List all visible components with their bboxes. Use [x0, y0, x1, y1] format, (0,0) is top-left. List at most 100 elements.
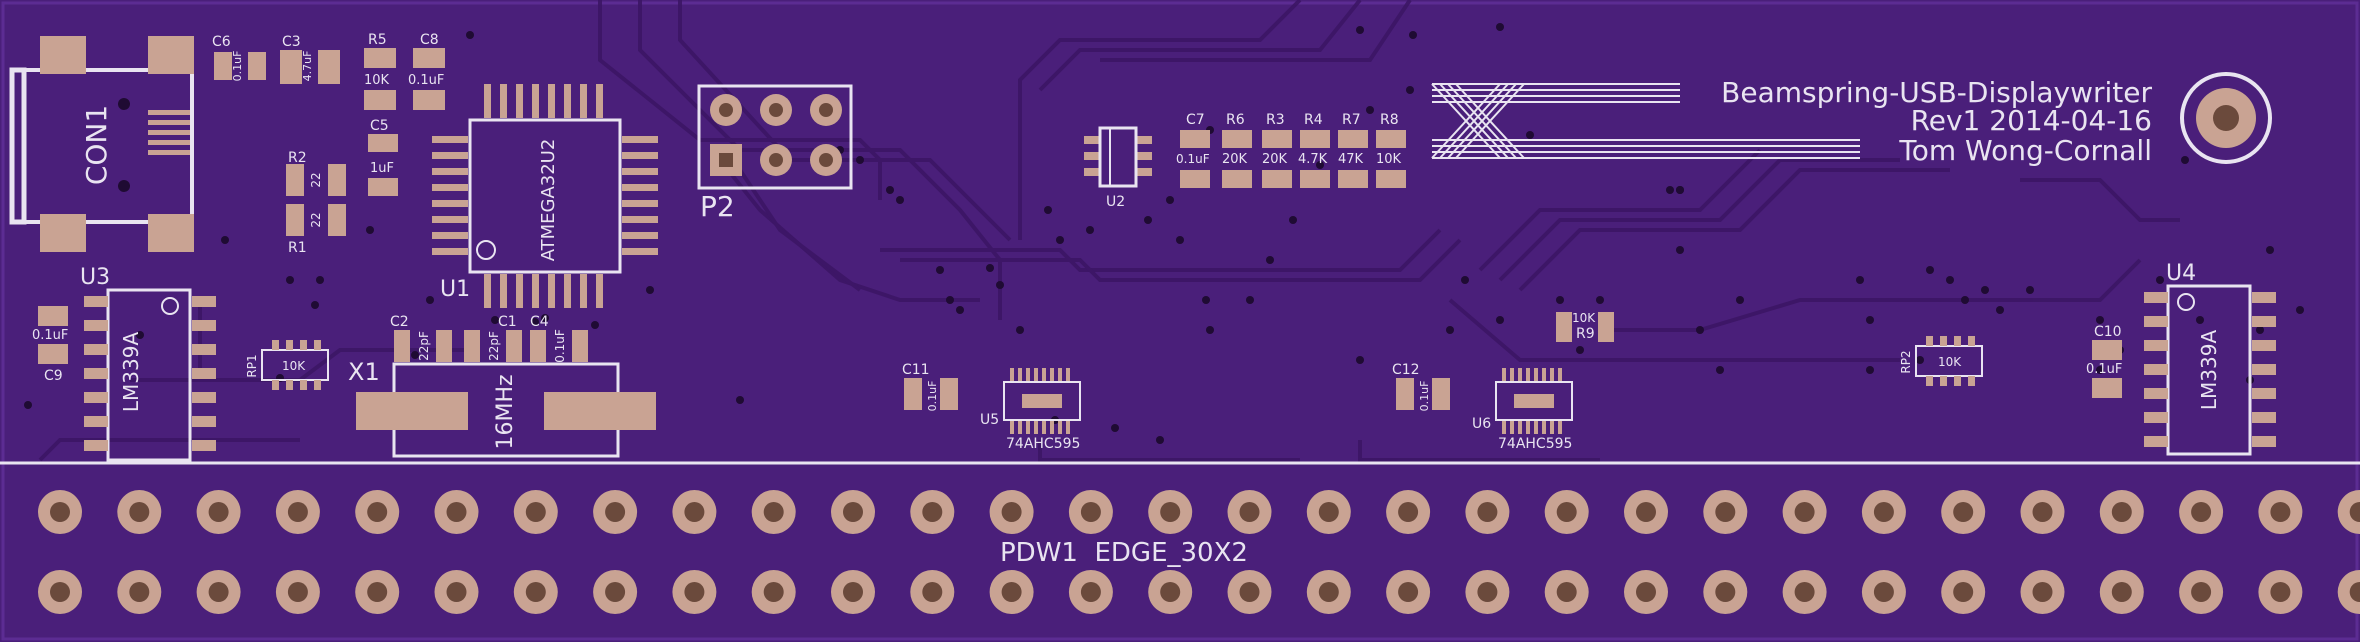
pad [1026, 420, 1030, 434]
label-c11-value: 0.1uF [926, 381, 939, 412]
pad [1514, 394, 1554, 408]
pad [2144, 340, 2168, 351]
pad [2337, 570, 2360, 614]
pad [500, 84, 507, 118]
label-c9-value: 0.1uF [32, 328, 68, 343]
label-r7-value: 47K [1338, 152, 1364, 167]
pad-hole [367, 502, 388, 522]
label-c1-ref: C1 [498, 314, 517, 330]
pad [596, 84, 603, 118]
pad [1518, 368, 1522, 382]
pad [1542, 368, 1546, 382]
pad-hole [1398, 582, 1419, 602]
label-r1-ref: R1 [288, 240, 307, 256]
pad [1502, 368, 1506, 382]
pad [1010, 368, 1014, 382]
pad [564, 84, 571, 118]
vias [24, 23, 2304, 444]
label-x1-ref: X1 [348, 358, 380, 386]
label-rp1-ref: RP1 [245, 354, 259, 377]
label-c8-ref: C8 [420, 32, 439, 48]
pad [1534, 368, 1538, 382]
label-edge-connector: PDW1 EDGE_30X2 [1000, 538, 1248, 568]
label-r8-ref: R8 [1380, 112, 1399, 128]
pad [1058, 368, 1062, 382]
rp1-resistor-network [261, 340, 329, 390]
label-r6-ref: R6 [1226, 112, 1245, 128]
pad [1034, 368, 1038, 382]
pad [1018, 420, 1022, 434]
pad [1058, 420, 1062, 434]
pad [1026, 368, 1030, 382]
label-u6-ref: U6 [1472, 416, 1491, 432]
pad-hole [208, 502, 229, 522]
pad [580, 274, 587, 308]
c3-capacitor [280, 50, 340, 84]
mounting-hole [2180, 72, 2272, 164]
pad-hole [1080, 502, 1101, 522]
c2-c1-c4-capacitors [394, 330, 588, 362]
pad-hole [287, 582, 308, 602]
label-r5-value: 10K [364, 73, 390, 88]
label-c7-ref: C7 [1186, 112, 1205, 128]
pad [432, 200, 468, 207]
pad [432, 232, 468, 239]
pad [2252, 292, 2276, 303]
label-u1-value: ATMEGA32U2 [538, 139, 559, 262]
pad-hole [129, 502, 150, 522]
label-r2-value: 22 [309, 172, 323, 187]
pad-hole [1318, 582, 1339, 602]
label-x1-value: 16MHz [493, 374, 518, 449]
pad-hole [1080, 582, 1101, 602]
pad [2144, 388, 2168, 399]
pad [596, 274, 603, 308]
pad-hole [1556, 582, 1577, 602]
pad-hole [1160, 582, 1181, 602]
pad-hole [50, 582, 70, 602]
pad-hole [1556, 502, 1577, 522]
con1-usb-connector [9, 36, 194, 252]
label-u4-ref: U4 [2166, 261, 2196, 286]
label-u5-value: 74AHC595 [1006, 436, 1080, 452]
pad [622, 168, 658, 175]
pad [622, 184, 658, 191]
pad-hole [446, 582, 467, 602]
pad [516, 84, 523, 118]
label-c4-value: 0.1uF [553, 329, 567, 363]
pad-hole [525, 502, 546, 522]
pad-hole [1477, 502, 1498, 522]
label-u4-value: LM339A [2197, 330, 2221, 411]
pad [1510, 368, 1514, 382]
pad [2337, 490, 2360, 534]
label-u6-value: 74AHC595 [1498, 436, 1572, 452]
pad [84, 416, 108, 427]
pad-hole [1398, 502, 1419, 522]
pad [548, 84, 555, 118]
pad [2252, 412, 2276, 423]
pad [1050, 420, 1054, 434]
label-r4-ref: R4 [1304, 112, 1323, 128]
label-r8-value: 10K [1376, 152, 1402, 167]
u6-shift-register [1495, 368, 1573, 434]
pad [2252, 364, 2276, 375]
pad [1502, 420, 1506, 434]
passive-row [1180, 130, 1406, 188]
label-rp2-value: 10K [1938, 355, 1962, 369]
pad-hole [525, 582, 546, 602]
pad-hole [922, 502, 943, 522]
c10-capacitor [2092, 340, 2122, 398]
pad [1018, 368, 1022, 382]
label-c6-value: 0.1uF [231, 51, 244, 82]
u1-pins [432, 84, 658, 308]
pad [432, 184, 468, 191]
pad [192, 392, 216, 403]
pad [84, 392, 108, 403]
pad-hole [50, 502, 70, 522]
label-r9-value: 10K [1572, 311, 1596, 325]
u1-microcontroller [468, 118, 622, 274]
pad-hole [1318, 502, 1339, 522]
project-logo [1431, 83, 1860, 159]
copper-traces [38, 0, 2180, 462]
